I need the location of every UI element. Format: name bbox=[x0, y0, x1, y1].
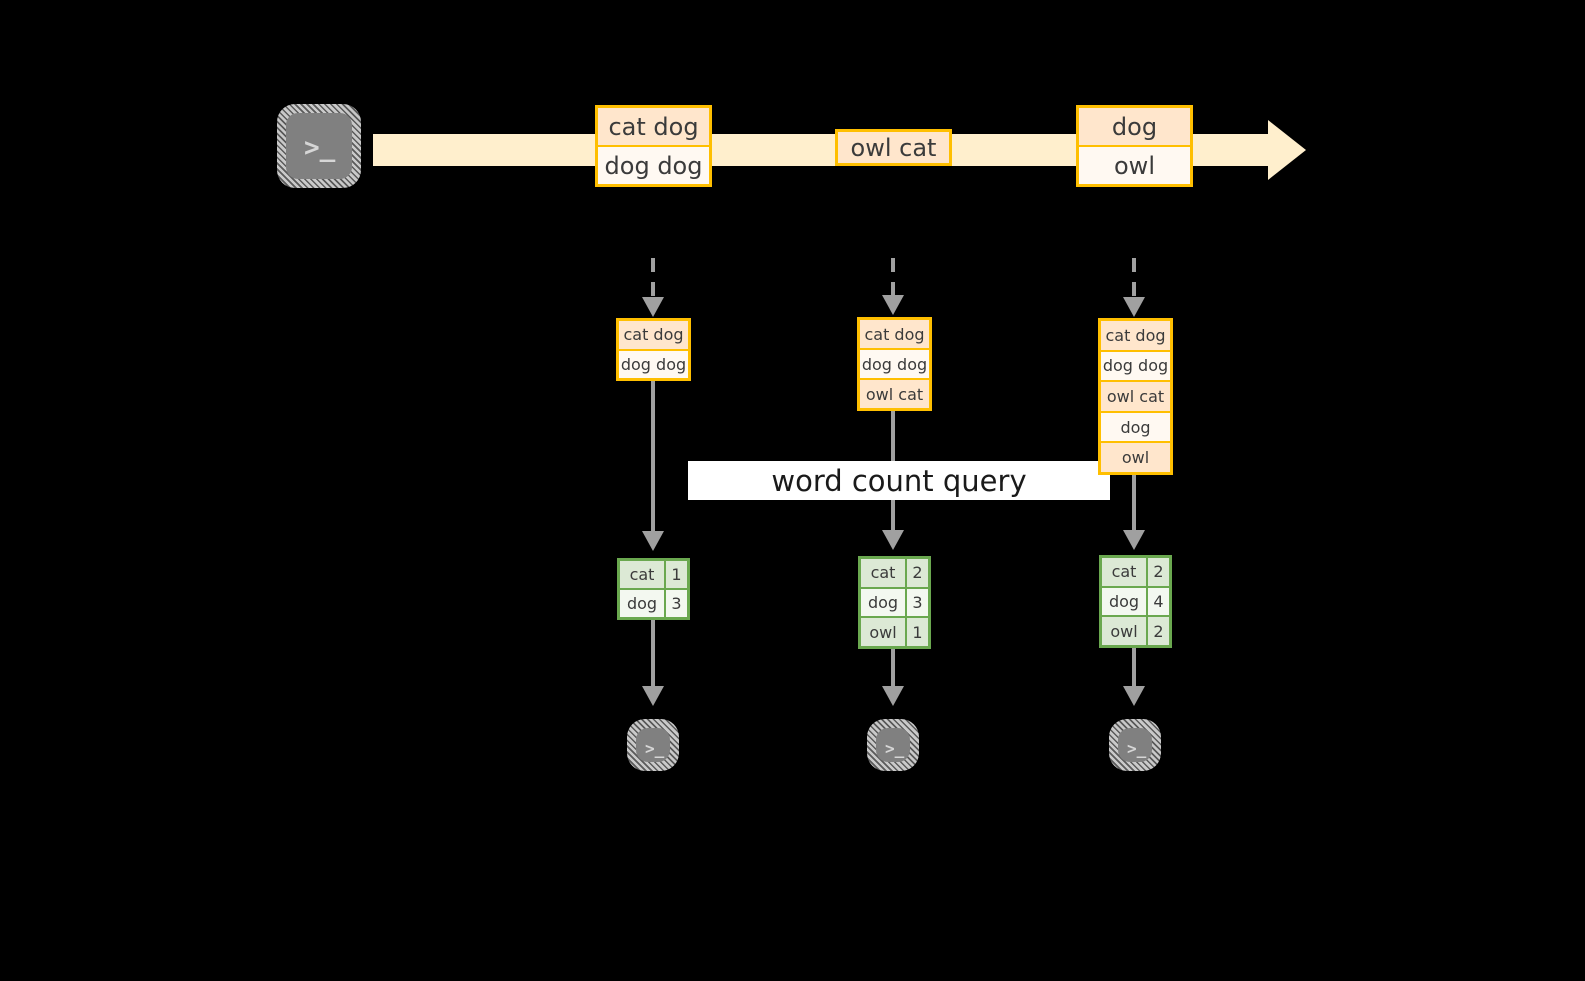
trigger-1-result-row-1: dog 3 bbox=[620, 588, 687, 617]
trigger-1-sink-terminal-icon: >_ bbox=[627, 719, 679, 771]
trigger-3-result-word-0: cat bbox=[1102, 558, 1146, 586]
source-terminal-icon: >_ bbox=[277, 104, 361, 188]
trigger-1-input-row-1: dog dog bbox=[619, 348, 688, 378]
trigger-3-result-count-2: 2 bbox=[1146, 617, 1169, 646]
stream-ribbon-arrowhead bbox=[1268, 120, 1306, 180]
trigger-3-result-row-1: dog 4 bbox=[1102, 585, 1169, 616]
trigger-2-query-arrowhead bbox=[882, 530, 904, 550]
trigger-2-result-word-2: owl bbox=[861, 618, 905, 647]
trigger-3-input-row-3-overlay: dog bbox=[1101, 410, 1170, 442]
trigger-2-sink-terminal-icon: >_ bbox=[867, 719, 919, 771]
trigger-3-result-word-1: dog bbox=[1102, 587, 1146, 616]
trigger-2-result-word-0: cat bbox=[861, 559, 905, 587]
trigger-2-dashed-line bbox=[891, 258, 895, 298]
trigger-1-result-count-0: 1 bbox=[664, 561, 687, 588]
trigger-2-input-row-2: owl cat bbox=[860, 378, 929, 408]
trigger-3-result-count-1: 4 bbox=[1146, 587, 1169, 616]
timeline-batch-1: cat dog dog dog bbox=[595, 105, 712, 187]
terminal-prompt-glyph: >_ bbox=[304, 133, 336, 163]
trigger-3-sink-arrowhead bbox=[1123, 686, 1145, 706]
trigger-2-result-count-1: 3 bbox=[905, 588, 928, 617]
trigger-1-input-table: cat dog dog dog bbox=[616, 318, 691, 381]
trigger-2-result-count-0: 2 bbox=[905, 559, 928, 587]
trigger-2-sink-arrowhead bbox=[882, 686, 904, 706]
query-label: word count query bbox=[688, 461, 1110, 500]
terminal-body bbox=[286, 113, 352, 179]
trigger-3-query-line bbox=[1132, 475, 1136, 533]
timeline-batch-3-line-1: owl bbox=[1079, 145, 1190, 184]
trigger-3-dashed-arrowhead bbox=[1123, 297, 1145, 317]
trigger-3-input-row-1-overlay: dog dog bbox=[1101, 349, 1170, 381]
timeline-batch-1-line-1: dog dog bbox=[598, 145, 709, 184]
terminal-prompt-glyph: >_ bbox=[885, 739, 905, 758]
trigger-1-dashed-arrowhead bbox=[642, 297, 664, 317]
trigger-2-sink-line bbox=[891, 649, 895, 688]
trigger-3-result-count-0: 2 bbox=[1146, 558, 1169, 586]
trigger-3-query-arrowhead bbox=[1123, 530, 1145, 550]
trigger-1-dashed-line bbox=[651, 258, 655, 300]
trigger-2-result-count-2: 1 bbox=[905, 618, 928, 647]
trigger-3-result-word-2: owl bbox=[1102, 617, 1146, 646]
timeline-batch-2-line-0: owl cat bbox=[838, 132, 949, 163]
timeline-batch-3-line-0: dog bbox=[1079, 108, 1190, 145]
timeline-batch-2: owl cat bbox=[835, 129, 952, 166]
trigger-2-input-row-1: dog dog bbox=[860, 348, 929, 378]
trigger-1-sink-line bbox=[651, 620, 655, 688]
trigger-1-result-word-0: cat bbox=[620, 561, 664, 588]
trigger-2-input-table: cat dog dog dog owl cat bbox=[857, 317, 932, 411]
terminal-prompt-glyph: >_ bbox=[1127, 739, 1147, 758]
trigger-1-result-row-0: cat 1 bbox=[620, 561, 687, 588]
timeline-batch-1-line-0: cat dog bbox=[598, 108, 709, 145]
trigger-1-query-line bbox=[651, 381, 655, 534]
terminal-body bbox=[876, 728, 910, 762]
trigger-3-input-row-4-overlay: owl bbox=[1101, 441, 1170, 472]
trigger-3-input-table-overlay: cat dog dog dog owl cat dog owl bbox=[1098, 318, 1173, 475]
trigger-3-sink-line bbox=[1132, 648, 1136, 688]
trigger-1-query-arrowhead bbox=[642, 531, 664, 551]
trigger-2-result-row-1: dog 3 bbox=[861, 586, 928, 617]
timeline-batch-3: dog owl bbox=[1076, 105, 1193, 187]
trigger-3-input-row-0-overlay: cat dog bbox=[1101, 321, 1170, 350]
trigger-2-result-row-2: owl 1 bbox=[861, 616, 928, 647]
terminal-body bbox=[1118, 728, 1152, 762]
trigger-1-input-row-0: cat dog bbox=[619, 321, 688, 349]
trigger-2-dashed-arrowhead bbox=[882, 295, 904, 315]
trigger-1-result-table: cat 1 dog 3 bbox=[617, 558, 690, 620]
trigger-3-input-row-2-overlay: owl cat bbox=[1101, 380, 1170, 411]
trigger-2-result-table: cat 2 dog 3 owl 1 bbox=[858, 556, 931, 649]
terminal-body bbox=[636, 728, 670, 762]
trigger-3-result-row-2: owl 2 bbox=[1102, 615, 1169, 646]
trigger-2-result-row-0: cat 2 bbox=[861, 559, 928, 587]
trigger-1-result-count-1: 3 bbox=[664, 590, 687, 617]
trigger-2-input-row-0: cat dog bbox=[860, 320, 929, 348]
trigger-3-sink-terminal-icon: >_ bbox=[1109, 719, 1161, 771]
trigger-1-result-word-1: dog bbox=[620, 590, 664, 617]
trigger-1-sink-arrowhead bbox=[642, 686, 664, 706]
terminal-prompt-glyph: >_ bbox=[645, 739, 665, 758]
trigger-3-dashed-line bbox=[1132, 258, 1136, 300]
trigger-2-result-word-1: dog bbox=[861, 588, 905, 617]
trigger-3-result-row-0: cat 2 bbox=[1102, 558, 1169, 586]
trigger-3-result-table: cat 2 dog 4 owl 2 bbox=[1099, 555, 1172, 648]
